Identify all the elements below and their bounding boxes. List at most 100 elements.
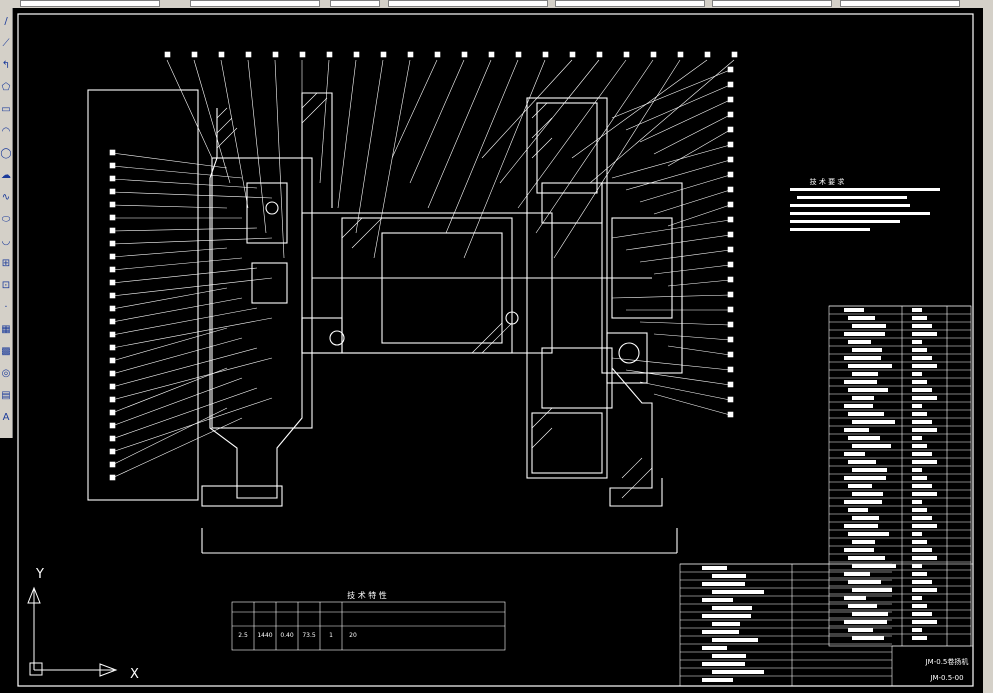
- ellipse-icon[interactable]: ⬭: [1, 213, 11, 225]
- parts-list-text: [848, 436, 880, 440]
- leader-line: [111, 347, 258, 388]
- leader-line: [111, 327, 228, 362]
- balloon-marker: [727, 171, 734, 178]
- parts-list-text: [912, 572, 927, 576]
- parts-list-text: [852, 372, 878, 376]
- parts-list-text: [912, 348, 927, 352]
- balloon-marker: [727, 186, 734, 193]
- parts-list-text: [852, 636, 884, 640]
- parts-list-text: [912, 396, 937, 400]
- model-space-canvas[interactable]: 技 术 要 求 JM-0.5卷扬机 JM-0.5-00 技 术 特 性 2: [12, 8, 983, 693]
- parts-list-text: [852, 324, 886, 328]
- ellipse-arc-icon[interactable]: ◡: [1, 235, 11, 247]
- title-block-text: [702, 678, 733, 682]
- title-block-text: [712, 574, 746, 578]
- parts-list-text: [912, 628, 922, 632]
- parts-list-text: [848, 604, 877, 608]
- table-icon[interactable]: ▤: [1, 389, 11, 401]
- title-block-drawing-no: JM-0.5-00: [929, 674, 963, 682]
- parts-list-text: [844, 476, 886, 480]
- leader-line: [667, 279, 731, 287]
- revision-cloud-icon[interactable]: ☁: [1, 169, 11, 181]
- leader-line: [611, 219, 731, 239]
- point-icon[interactable]: ·: [4, 301, 8, 313]
- parts-list-text: [844, 620, 887, 624]
- leader-line: [111, 277, 273, 297]
- tech-features-title: 技 术 特 性: [347, 590, 387, 600]
- leader-line: [625, 234, 731, 251]
- leader-line: [111, 237, 273, 245]
- balloon-marker: [109, 448, 116, 455]
- leader-line: [625, 159, 731, 191]
- circle-icon[interactable]: ◯: [0, 147, 12, 159]
- spline-icon[interactable]: ∿: [1, 191, 11, 203]
- drawing-border: [17, 13, 974, 687]
- leader-line: [111, 165, 243, 179]
- leader-line: [535, 59, 654, 234]
- style-dropdown[interactable]: [190, 0, 320, 7]
- balloon-marker: [109, 240, 116, 247]
- parts-list-text: [912, 532, 922, 536]
- balloon-leaders: [109, 51, 738, 481]
- polygon-icon[interactable]: ⬠: [1, 81, 11, 93]
- leader-line: [445, 59, 519, 234]
- line-icon[interactable]: /: [4, 15, 8, 27]
- lineweight-dropdown[interactable]: [712, 0, 832, 7]
- make-block-icon[interactable]: ⊡: [1, 279, 11, 291]
- leader-line: [639, 99, 731, 143]
- technical-requirements-note: 技 术 要 求: [790, 177, 940, 231]
- balloon-marker: [727, 291, 734, 298]
- arc-icon[interactable]: ◠: [1, 125, 11, 137]
- vertical-scrollbar[interactable]: [983, 8, 993, 693]
- parts-list-text: [912, 540, 927, 544]
- construction-line-icon[interactable]: ⟋: [2, 37, 10, 49]
- title-block-text: [712, 590, 764, 594]
- leader-line: [111, 367, 228, 414]
- parts-list-text: [848, 388, 888, 392]
- parts-list-text: [852, 420, 895, 424]
- title-block-text: [712, 638, 758, 642]
- balloon-marker: [727, 261, 734, 268]
- parts-list-text: [912, 492, 937, 496]
- balloon-marker: [434, 51, 441, 58]
- parts-list-table: [828, 305, 972, 647]
- balloon-marker: [727, 81, 734, 88]
- section-hatching: [216, 92, 653, 499]
- leader-line: [111, 287, 228, 310]
- rectangle-icon[interactable]: ▭: [1, 103, 11, 115]
- title-block-text: [712, 670, 764, 674]
- parts-list-text: [912, 516, 932, 520]
- parts-list-text: [912, 476, 927, 480]
- leader-line: [571, 59, 708, 159]
- parts-list-text: [844, 404, 873, 408]
- balloon-marker: [727, 306, 734, 313]
- leader-line: [653, 333, 731, 341]
- multiline-text-icon[interactable]: A: [2, 411, 10, 423]
- balloon-marker: [727, 321, 734, 328]
- balloon-marker: [380, 51, 387, 58]
- hatch-icon[interactable]: ▦: [1, 323, 11, 335]
- balloon-marker: [109, 253, 116, 260]
- balloon-marker: [727, 366, 734, 373]
- plotstyle-dropdown[interactable]: [840, 0, 960, 7]
- region-icon[interactable]: ◎: [1, 367, 11, 379]
- parts-list-text: [844, 500, 882, 504]
- leader-line: [111, 357, 273, 401]
- linetype-dropdown[interactable]: [555, 0, 705, 7]
- gradient-icon[interactable]: ▩: [1, 345, 11, 357]
- title-block-name: JM-0.5卷扬机: [925, 657, 969, 666]
- leader-line: [611, 144, 731, 179]
- balloon-marker: [109, 422, 116, 429]
- ucs-x-label: X: [130, 667, 139, 682]
- parts-list-text: [852, 540, 875, 544]
- insert-block-icon[interactable]: ⊞: [1, 257, 11, 269]
- leader-line: [319, 59, 330, 184]
- balloon-marker: [727, 156, 734, 163]
- parts-list-text: [912, 484, 932, 488]
- polyline-icon[interactable]: ↰: [1, 59, 11, 71]
- leader-line: [111, 297, 243, 323]
- color-dropdown[interactable]: [388, 0, 548, 7]
- dim-style-dropdown[interactable]: [330, 0, 380, 7]
- layer-dropdown[interactable]: [20, 0, 160, 7]
- balloon-marker: [727, 276, 734, 283]
